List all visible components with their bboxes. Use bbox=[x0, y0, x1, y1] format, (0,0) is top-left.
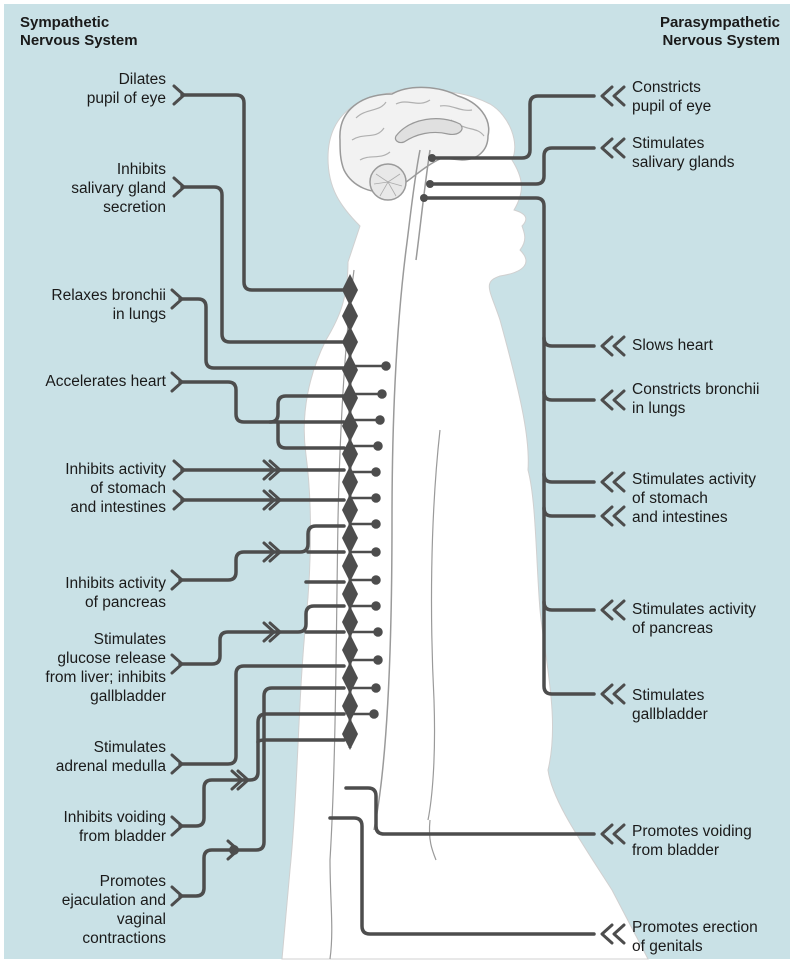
symp-pancreas-label: Inhibits activity of pancreas bbox=[6, 574, 166, 612]
header-parasympathetic: Parasympathetic Nervous System bbox=[580, 14, 780, 50]
symp-stomach-label: Inhibits activity of stomach and intesti… bbox=[6, 460, 166, 517]
symp-genital-label: Promotes ejaculation and vaginal contrac… bbox=[6, 872, 166, 948]
para-gallbladder-label: Stimulates gallbladder bbox=[632, 686, 792, 724]
symp-bronchi-label: Relaxes bronchii in lungs bbox=[6, 286, 166, 324]
para-pancreas-label: Stimulates activity of pancreas bbox=[632, 600, 792, 638]
para-stomach-label: Stimulates activity of stomach and intes… bbox=[632, 470, 792, 527]
symp-adrenal-label: Stimulates adrenal medulla bbox=[6, 738, 166, 776]
symp-pupil-label: Dilates pupil of eye bbox=[6, 70, 166, 108]
sympathetic-chain bbox=[342, 274, 358, 750]
para-heart-label: Slows heart bbox=[632, 336, 792, 355]
symp-liver-label: Stimulates glucose release from liver; i… bbox=[6, 630, 166, 706]
para-bronchi-label: Constricts bronchii in lungs bbox=[632, 380, 792, 418]
symp-bladder-label: Inhibits voiding from bladder bbox=[6, 808, 166, 846]
para-bladder-label: Promotes voiding from bladder bbox=[632, 822, 792, 860]
header-sympathetic: Sympathetic Nervous System bbox=[20, 14, 220, 50]
symp-heart-label: Accelerates heart bbox=[6, 372, 166, 391]
para-genital-label: Promotes erection of genitals bbox=[632, 918, 792, 956]
symp-salivary-label: Inhibits salivary gland secretion bbox=[6, 160, 166, 217]
para-salivary-label: Stimulates salivary glands bbox=[632, 134, 792, 172]
para-pupil-label: Constricts pupil of eye bbox=[632, 78, 792, 116]
